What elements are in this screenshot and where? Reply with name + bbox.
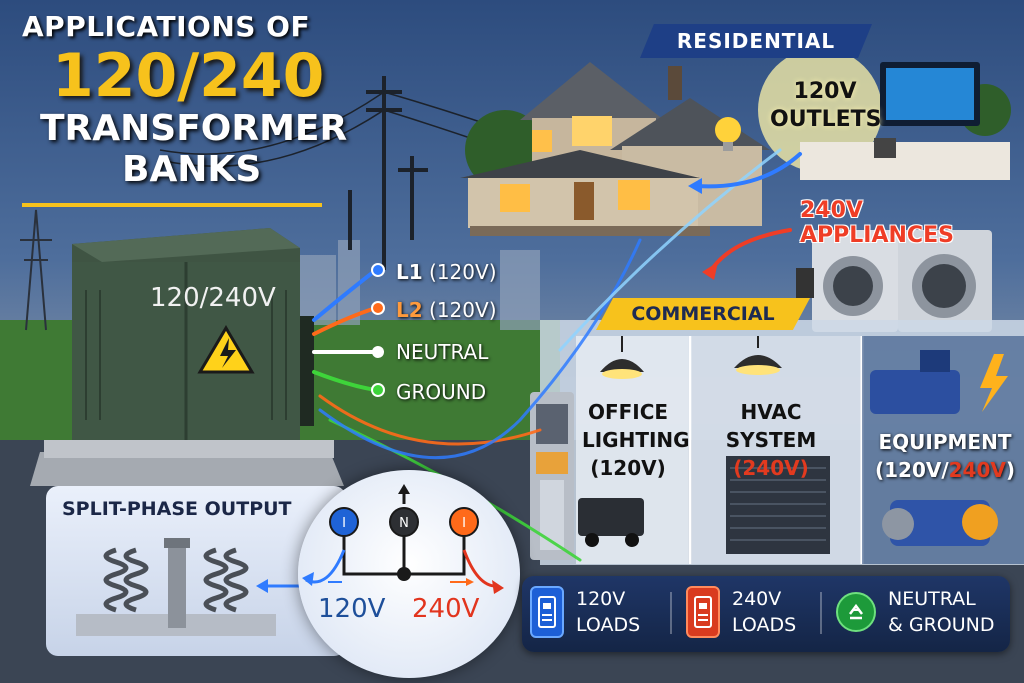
wires (312, 148, 802, 562)
office-line-3: (120V) (590, 456, 666, 480)
residential-banner: RESIDENTIAL (640, 24, 872, 58)
split-phase-schematic: I N I (302, 484, 504, 594)
equipment-label: EQUIPMENT (120V/240V) (866, 428, 1024, 484)
wire-label-l2: L2 (120V) (396, 298, 497, 322)
truck (578, 498, 644, 547)
legend-240v-text: 240V LOADS (732, 586, 796, 638)
hvac-unit (726, 456, 830, 554)
split-phase-title: SPLIT-PHASE OUTPUT (62, 498, 292, 520)
terminal-neutral: N (399, 516, 409, 531)
arrow-to-house (688, 178, 702, 194)
wire-l1 (312, 268, 378, 322)
outlets-text: OUTLETS (770, 107, 882, 132)
equip-line-2: (120V/240V) (866, 456, 1024, 484)
hvac-label: HVAC SYSTEM (240V) (696, 398, 846, 482)
legend-240v-line-2: LOADS (732, 614, 797, 636)
arrow-to-appliances (702, 262, 718, 280)
meter-panel (530, 392, 574, 560)
page-title: APPLICATIONS OF 120/240 TRANSFORMER BANK… (22, 10, 382, 191)
outlet-glow (758, 48, 882, 172)
split-phase-panel (46, 486, 346, 656)
legend-ng-text: NEUTRAL & GROUND (888, 586, 995, 638)
lattice-tower (20, 209, 52, 331)
pad-mount-transformer (30, 228, 344, 486)
lightning-icon (980, 354, 1008, 412)
legend-neutral-ground: NEUTRAL & GROUND (836, 586, 995, 638)
warning-bolt-icon (197, 325, 255, 374)
l2-key: L2 (396, 298, 423, 322)
equipment-machines (870, 350, 998, 546)
outlets-voltage: 120V (793, 79, 857, 104)
recycle-ground-icon (836, 592, 876, 632)
legend-divider-1 (670, 592, 672, 634)
city-skyline (300, 240, 540, 330)
voltage-120-label: 120V (318, 594, 386, 624)
title-line-4: BANKS (122, 149, 262, 190)
title-line-2: 120/240 (52, 41, 325, 111)
commercial-banner: COMMERCIAL (596, 298, 810, 330)
terminal-left: I (342, 516, 346, 531)
voltage-240-label: 240V (412, 594, 480, 624)
office-lighting-label: OFFICE LIGHTING (120V) (582, 398, 690, 482)
title-underline (22, 203, 322, 207)
equip-open: (120V/ (874, 458, 949, 482)
wire-dots (371, 263, 385, 397)
equip-close: ) (1005, 458, 1016, 482)
wire-l2 (312, 306, 378, 336)
l1-key: L1 (396, 260, 423, 284)
red-panel-icon (686, 586, 720, 638)
title-line-1: APPLICATIONS OF (22, 10, 311, 43)
legend-120v-loads: 120V LOADS (530, 586, 640, 638)
hvac-line-1: HVAC SYSTEM (725, 400, 817, 452)
washer-dryer (796, 230, 992, 332)
equip-red: 240V (948, 458, 1006, 482)
coil-illustration (76, 538, 306, 636)
blue-panel-icon (530, 586, 564, 638)
tv-set (800, 62, 1010, 180)
pendant-lamps (600, 336, 782, 379)
l2-value: (120V) (429, 298, 497, 322)
transformer-voltage-label: 120/240V (150, 283, 276, 313)
legend-ng-line-1: NEUTRAL (888, 588, 976, 610)
hvac-line-2: (240V) (733, 456, 809, 480)
wire-label-neutral: NEUTRAL (396, 340, 489, 364)
office-line-2: LIGHTING (582, 428, 690, 452)
office-line-1: OFFICE (587, 400, 669, 424)
wire-label-l1: L1 (120V) (396, 260, 497, 284)
legend-ng-line-2: & GROUND (888, 614, 995, 636)
legend-divider-2 (820, 592, 822, 634)
appliances-label: 240V APPLIANCES (800, 198, 954, 248)
wire-label-ground: GROUND (396, 380, 487, 404)
title-line-3: TRANSFORMER (40, 108, 348, 149)
legend-240v-loads: 240V LOADS (686, 586, 796, 638)
legend-120v-line-1: 120V (576, 588, 626, 610)
outlets-label: 120V OUTLETS (770, 78, 882, 134)
l1-value: (120V) (429, 260, 497, 284)
legend-240v-line-1: 240V (732, 588, 782, 610)
equip-line-1: EQUIPMENT (878, 430, 1012, 454)
lightbulb-icon (715, 117, 741, 151)
legend-120v-text: 120V LOADS (576, 586, 640, 638)
loads-legend (522, 576, 1010, 652)
legend-120v-line-2: LOADS (576, 614, 641, 636)
terminal-right: I (462, 516, 466, 531)
split-phase-diagram: I N I (298, 470, 520, 678)
